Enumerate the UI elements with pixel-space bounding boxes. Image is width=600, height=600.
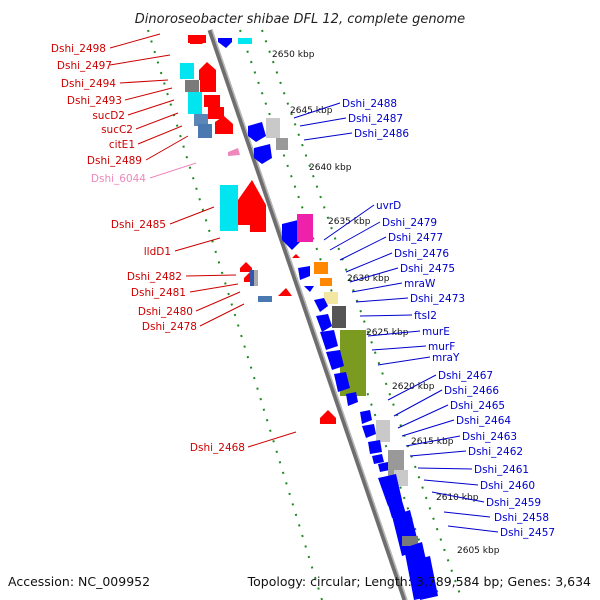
gene-dshi-2462 [378,462,390,472]
label-dshi-2494: Dshi_2494 [61,78,116,90]
label-dshi-2457: Dshi_2457 [500,527,555,539]
label-dshi-2466: Dshi_2466 [444,385,499,397]
label-dshi-2476: Dshi_2476 [394,248,449,260]
label-dshi-2467: Dshi_2467 [438,370,493,382]
label-mraW: mraW [404,278,436,290]
outer-left-guide [147,29,323,600]
gene-dshi-2498 [188,35,206,43]
label-dshi-2460: Dshi_2460 [480,480,535,492]
inner-right-guide [261,29,463,600]
gene-dshi-6044-pseudo [228,148,240,156]
label-dshi-2477: Dshi_2477 [388,232,443,244]
gene-dshi-2488 [218,38,232,48]
tick-2605: 2605 kbp [457,546,500,556]
gene-dshi-2485 [238,180,266,225]
label-citE1: citE1 [109,139,135,151]
gene-sucC2 [208,107,224,119]
tick-2630: 2630 kbp [347,274,390,284]
forward-strand-features [188,35,336,424]
gene-dshi-2493 [200,80,216,92]
gene-dshi-2464 [368,440,382,454]
gene-dshi-2468 [320,410,336,424]
label-murE: murE [422,326,450,338]
reverse-strand-features [218,38,438,600]
gene-dshi-2479 [298,266,310,280]
gene-dshi-2463 [372,454,384,464]
gene-dshi-2467 [346,392,358,406]
gene-murE [320,330,338,350]
label-dshi-2481: Dshi_2481 [131,287,186,299]
label-dshi-2488: Dshi_2488 [342,98,397,110]
right-gene-labels: Dshi_2488 Dshi_2487 Dshi_2486 uvrD Dshi_… [342,98,555,539]
gene-mraY [334,372,350,392]
gene-dshi-2457 [414,556,438,600]
gene-dshi-2487 [248,122,266,142]
label-dshi-2475: Dshi_2475 [400,263,455,275]
label-dshi-2479: Dshi_2479 [382,217,437,229]
label-dshi-2482: Dshi_2482 [127,271,182,283]
gene-sucD2 [204,95,220,107]
label-dshi-6044: Dshi_6044 [91,173,146,185]
right-leader-lines [293,102,499,533]
gene-ftsI2 [316,314,332,332]
gene-dshi-2460 [386,494,406,518]
gene-dshi-2494 [199,62,216,80]
label-murF: murF [428,341,455,353]
genome-backbone [207,29,408,600]
label-dshi-2489: Dshi_2489 [87,155,142,167]
gene-murF [326,350,344,370]
label-ftsI2: ftsI2 [414,310,437,322]
map-title: Dinoroseobacter shibae DFL 12, complete … [135,12,465,27]
label-dshi-2462: Dshi_2462 [468,446,523,458]
label-uvrD: uvrD [376,200,401,212]
genome-summary-text: Topology: circular; Length: 3,789,584 bp… [247,574,591,589]
gene-small-1 [292,254,300,258]
label-dshi-2468: Dshi_2468 [190,442,245,454]
tick-2650: 2650 kbp [272,50,315,60]
label-dshi-2464: Dshi_2464 [456,415,511,427]
label-dshi-2493: Dshi_2493 [67,95,122,107]
label-dshi-2458: Dshi_2458 [494,512,549,524]
label-sucD2: sucD2 [92,110,125,122]
pseudo-leader-line [149,162,197,179]
cog-colored-blocks [180,63,272,302]
tick-2645: 2645 kbp [290,106,333,116]
gene-dshi-2465 [362,424,376,438]
gene-dshi-2486 [254,144,272,164]
left-leader-lines [109,33,297,448]
label-dshi-2478: Dshi_2478 [142,321,197,333]
gene-dshi-2466 [360,410,372,424]
gene-dshi-2482 [240,262,252,272]
tick-2610: 2610 kbp [436,493,479,503]
gene-dshi-2473 [314,298,328,312]
tick-2625: 2625 kbp [366,328,409,338]
label-dshi-2459: Dshi_2459 [486,497,541,509]
label-dshi-2498: Dshi_2498 [51,43,106,55]
label-lldD1: lldD1 [144,246,171,258]
label-dshi-2486: Dshi_2486 [354,128,409,140]
label-dshi-2463: Dshi_2463 [462,431,517,443]
label-dshi-2461: Dshi_2461 [474,464,529,476]
label-dshi-2465: Dshi_2465 [450,400,505,412]
label-dshi-2497: Dshi_2497 [57,60,112,72]
label-dshi-2485: Dshi_2485 [111,219,166,231]
tick-2640: 2640 kbp [309,163,352,173]
label-dshi-2480: Dshi_2480 [138,306,193,318]
gene-dshi-2476 [304,286,314,292]
label-dshi-2473: Dshi_2473 [410,293,465,305]
label-dshi-2487: Dshi_2487 [348,113,403,125]
gene-lldD1 [250,215,266,232]
tick-2615: 2615 kbp [411,437,454,447]
left-gene-labels: Dshi_2498 Dshi_2497 Dshi_2494 Dshi_2493 … [51,43,245,454]
gene-dshi-2480 [278,288,292,296]
gene-dshi-2497 [190,40,206,44]
label-sucC2: sucC2 [101,124,133,136]
gene-citE1 [215,116,233,134]
accession-text: Accession: NC_009952 [8,574,150,589]
label-mraY: mraY [432,352,460,364]
